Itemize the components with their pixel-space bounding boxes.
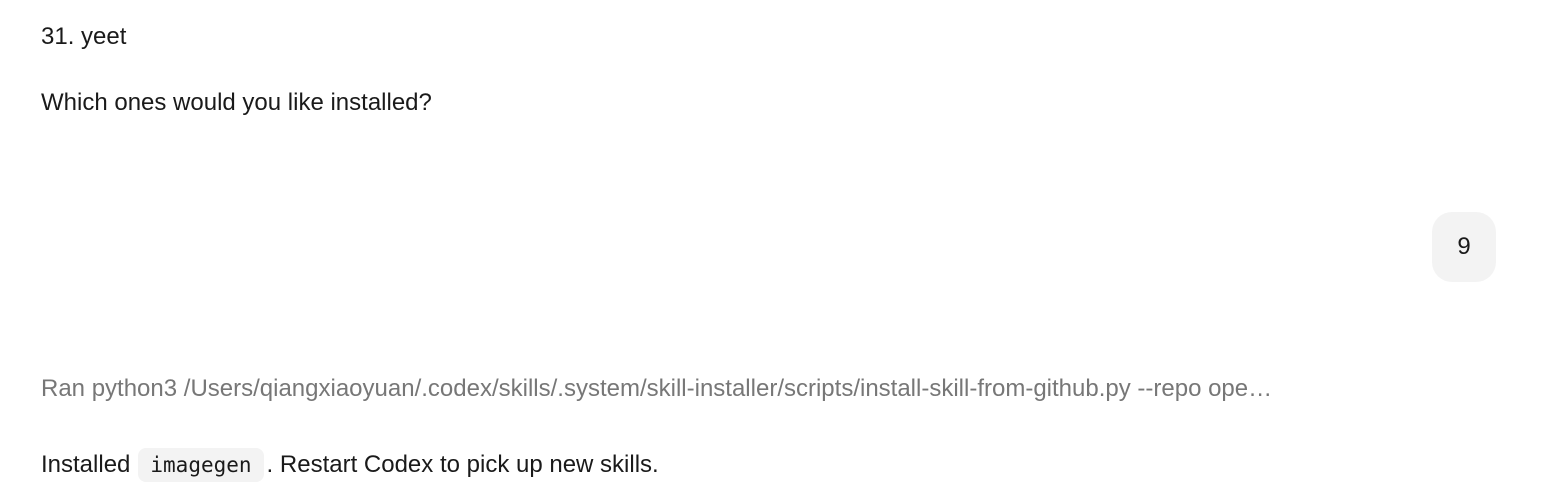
assistant-question: Which ones would you like installed?: [41, 89, 432, 116]
installed-message: Installed imagegen . Restart Codex to pi…: [41, 448, 659, 482]
user-message-text: 9: [1457, 233, 1471, 260]
ran-command-summary[interactable]: Ran python3 /Users/qiangxiaoyuan/.codex/…: [41, 375, 1273, 402]
installed-prefix: Installed: [41, 451, 131, 478]
list-item-yeet: 31. yeet: [41, 23, 127, 50]
installed-suffix: . Restart Codex to pick up new skills.: [266, 451, 659, 478]
skill-name-code: imagegen: [138, 448, 264, 482]
user-message-bubble: 9: [1432, 212, 1496, 282]
